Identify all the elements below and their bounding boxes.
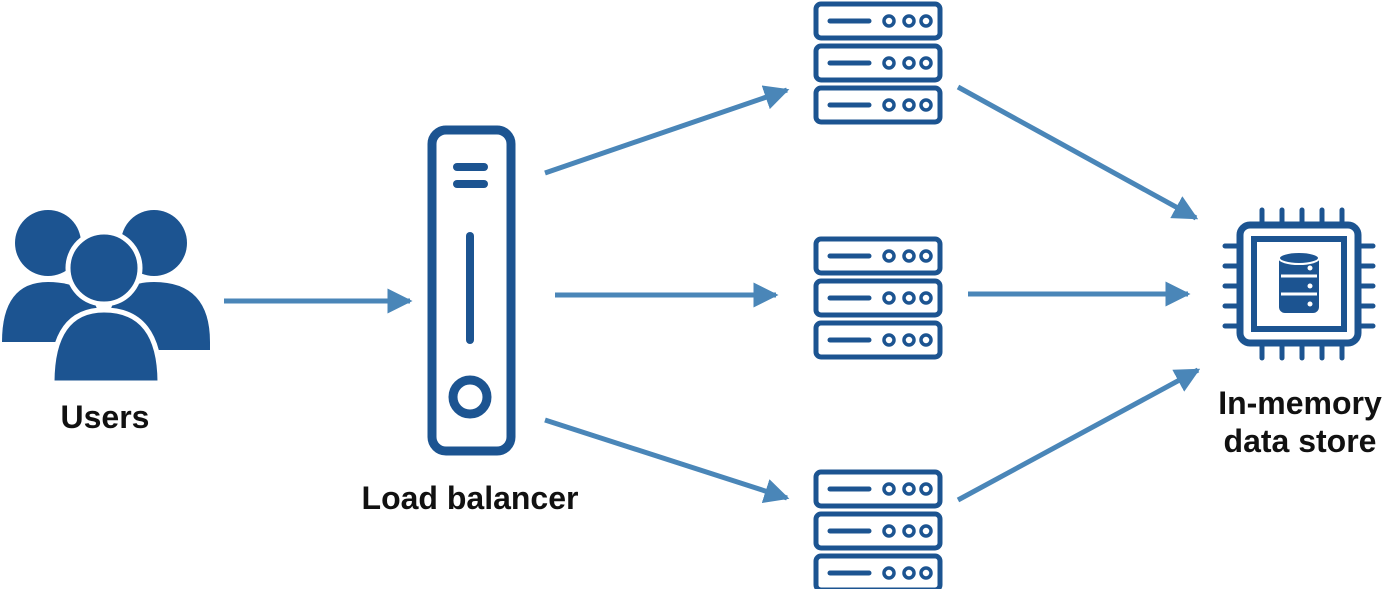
server-rack-icon xyxy=(813,236,943,360)
server-unit xyxy=(813,85,943,125)
data-store-label-line1: In-memory xyxy=(1218,385,1382,421)
arrow-server-bottom-to-data-store xyxy=(956,367,1201,503)
data-store-label: In-memory data store xyxy=(1200,384,1400,460)
server-rack-icon xyxy=(813,1,943,125)
server-unit xyxy=(813,511,943,551)
data-store-label-line2: data store xyxy=(1223,423,1377,459)
arrow-load-balancer-to-server-top xyxy=(544,85,790,176)
arrow-load-balancer-to-server-bottom xyxy=(544,417,790,503)
database-icon xyxy=(1278,251,1320,313)
server-unit xyxy=(813,320,943,360)
users-label: Users xyxy=(60,399,150,435)
chip-database-icon xyxy=(1222,207,1376,361)
server-unit xyxy=(813,278,943,318)
server-rack-icon xyxy=(813,469,943,589)
server-unit xyxy=(813,469,943,509)
server-unit xyxy=(813,43,943,83)
tower-server-icon xyxy=(427,125,516,456)
arrow-server-top-to-data-store xyxy=(956,84,1199,221)
server-unit xyxy=(813,1,943,41)
server-unit xyxy=(813,553,943,589)
server-unit xyxy=(813,236,943,276)
connector-arrows xyxy=(224,84,1201,503)
users-group-icon xyxy=(2,210,210,386)
load-balancer-label: Load balancer xyxy=(361,480,579,516)
